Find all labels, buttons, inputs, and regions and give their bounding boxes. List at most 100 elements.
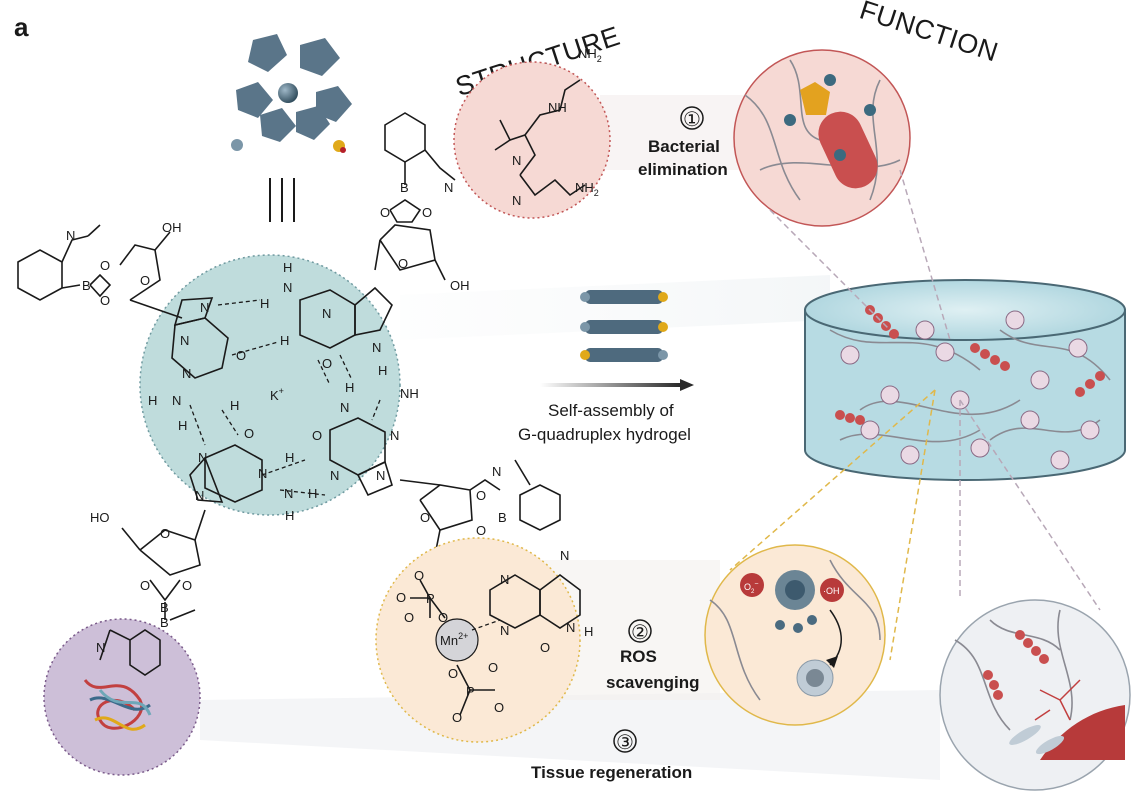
hydroxyl-label: ·OH: [823, 586, 840, 596]
function-heading: FUNCTION: [856, 0, 1002, 67]
function-1-number: ①: [683, 109, 701, 131]
damaged-bacterium: [800, 82, 830, 115]
left-atom-O2: O: [100, 293, 110, 308]
mn-atom-N3: N: [560, 548, 569, 563]
mn-atom-P1: P: [426, 591, 435, 606]
atom-H10: H: [285, 508, 294, 523]
pei-NH: NH: [548, 100, 567, 115]
mn-atom-H: H: [584, 624, 593, 639]
pei-N-2: N: [512, 193, 521, 208]
stacked-quartets-icon: [580, 290, 668, 362]
tr-atom-O2: O: [422, 205, 432, 220]
pei-N-1: N: [512, 153, 521, 168]
mn-ion: [435, 618, 479, 662]
atom-H5: H: [378, 363, 387, 378]
br-atom-B: B: [498, 510, 507, 525]
atom-H3: H: [280, 333, 289, 348]
atom-H2: H: [260, 296, 269, 311]
atom-N-o: N: [195, 488, 204, 503]
left-boronate-ester: [17, 224, 183, 319]
atom-O3: O: [244, 426, 254, 441]
tr-atom-O1: O: [380, 205, 390, 220]
function-3-label: ③ Tissue regeneration: [531, 729, 692, 782]
atom-HN: H: [148, 393, 157, 408]
br-atom-O2: O: [476, 523, 486, 538]
tr-atom-O3: O: [398, 256, 408, 271]
protein-atom-B: B: [160, 615, 169, 630]
top-right-boronate-ester: [374, 112, 456, 281]
left-atom-O1: O: [100, 258, 110, 273]
bl-atom-B: B: [160, 600, 169, 615]
self-assembly-arrow: [540, 379, 694, 391]
bl-atom-O2: O: [140, 578, 150, 593]
atom-N-k: N: [198, 450, 207, 465]
left-atom-O3: O: [140, 273, 150, 288]
mn-atom-N4: N: [566, 620, 575, 635]
k-ion: K+: [270, 386, 284, 403]
atom-N-j: N: [330, 468, 339, 483]
function-3-line1: Tissue regeneration: [531, 763, 692, 782]
bacterium: [818, 111, 878, 189]
mn-atom-N2: N: [500, 623, 509, 638]
guanine-top: [299, 286, 393, 349]
atom-N-i: N: [390, 428, 399, 443]
arrow-label-line1: Self-assembly of: [548, 401, 674, 420]
protein-atom-N: N: [96, 640, 105, 655]
function-1-line1: Bacterial: [648, 137, 720, 156]
atom-N-l: N: [258, 466, 267, 481]
atom-H7: H: [230, 398, 239, 413]
connector-6: [959, 399, 1101, 611]
g-quartet-circle: [139, 254, 401, 516]
atom-N-c: N: [372, 340, 381, 355]
beam-top: [400, 275, 830, 340]
tr-atom-N: N: [444, 180, 453, 195]
ros-scene: [709, 559, 881, 701]
beam-pei: [600, 95, 750, 170]
arrow-label-line2: G-quadruplex hydrogel: [518, 425, 691, 444]
guanine-right: [329, 417, 393, 497]
br-atom-N: N: [492, 464, 501, 479]
protein-circle: [43, 618, 201, 776]
left-atom-B: B: [82, 278, 91, 293]
connector-3: [729, 389, 936, 571]
atom-NH-right: NH: [400, 386, 419, 401]
bl-atom-O3: O: [182, 578, 192, 593]
atom-H6: H: [178, 418, 187, 433]
panel-label: a: [14, 12, 29, 42]
pei-structure-circle: [453, 61, 611, 219]
function-2-line1: ROS: [620, 647, 657, 666]
guanine-bottom: [189, 444, 263, 503]
bl-atom-HO: HO: [90, 510, 110, 525]
mn-atom-O6: O: [448, 666, 458, 681]
mn-atom-O7: O: [494, 700, 504, 715]
atom-N-b: N: [322, 306, 331, 321]
tr-atom-OH: OH: [450, 278, 470, 293]
tissue-regeneration-circle: [939, 599, 1131, 791]
atom-N-a: N: [283, 280, 292, 295]
atom-H8: H: [285, 450, 294, 465]
connector-4: [889, 389, 936, 661]
br-atom-O3: O: [420, 510, 430, 525]
atom-H1: H: [283, 260, 292, 275]
mn-atom-O2: O: [414, 568, 424, 583]
atom-N-e: N: [180, 333, 189, 348]
mn-atom-O1: O: [396, 590, 406, 605]
g-quartet-icon: [231, 34, 352, 153]
atom-H9: H: [308, 486, 317, 501]
atom-N-f: N: [182, 366, 191, 381]
function-1-label: ① Bacterial elimination: [638, 106, 728, 179]
pei-chain: [494, 79, 586, 197]
mn-phosphate-groups: [410, 574, 581, 716]
atom-O4: O: [312, 428, 322, 443]
atom-N-n: N: [376, 468, 385, 483]
mn-atom-O5: O: [488, 660, 498, 675]
atom-O2: O: [322, 356, 332, 371]
mn-atom-O8: O: [452, 710, 462, 725]
connector-1: [769, 209, 891, 331]
mn-atom-O4: O: [404, 610, 414, 625]
mn-label: Mn2+: [440, 631, 468, 648]
guanine-left: [171, 297, 229, 379]
pei-NH2-bottom: NH2: [575, 180, 599, 198]
tissue-scene: [954, 609, 1125, 760]
function-2-label: ② ROS scavenging: [606, 619, 700, 692]
